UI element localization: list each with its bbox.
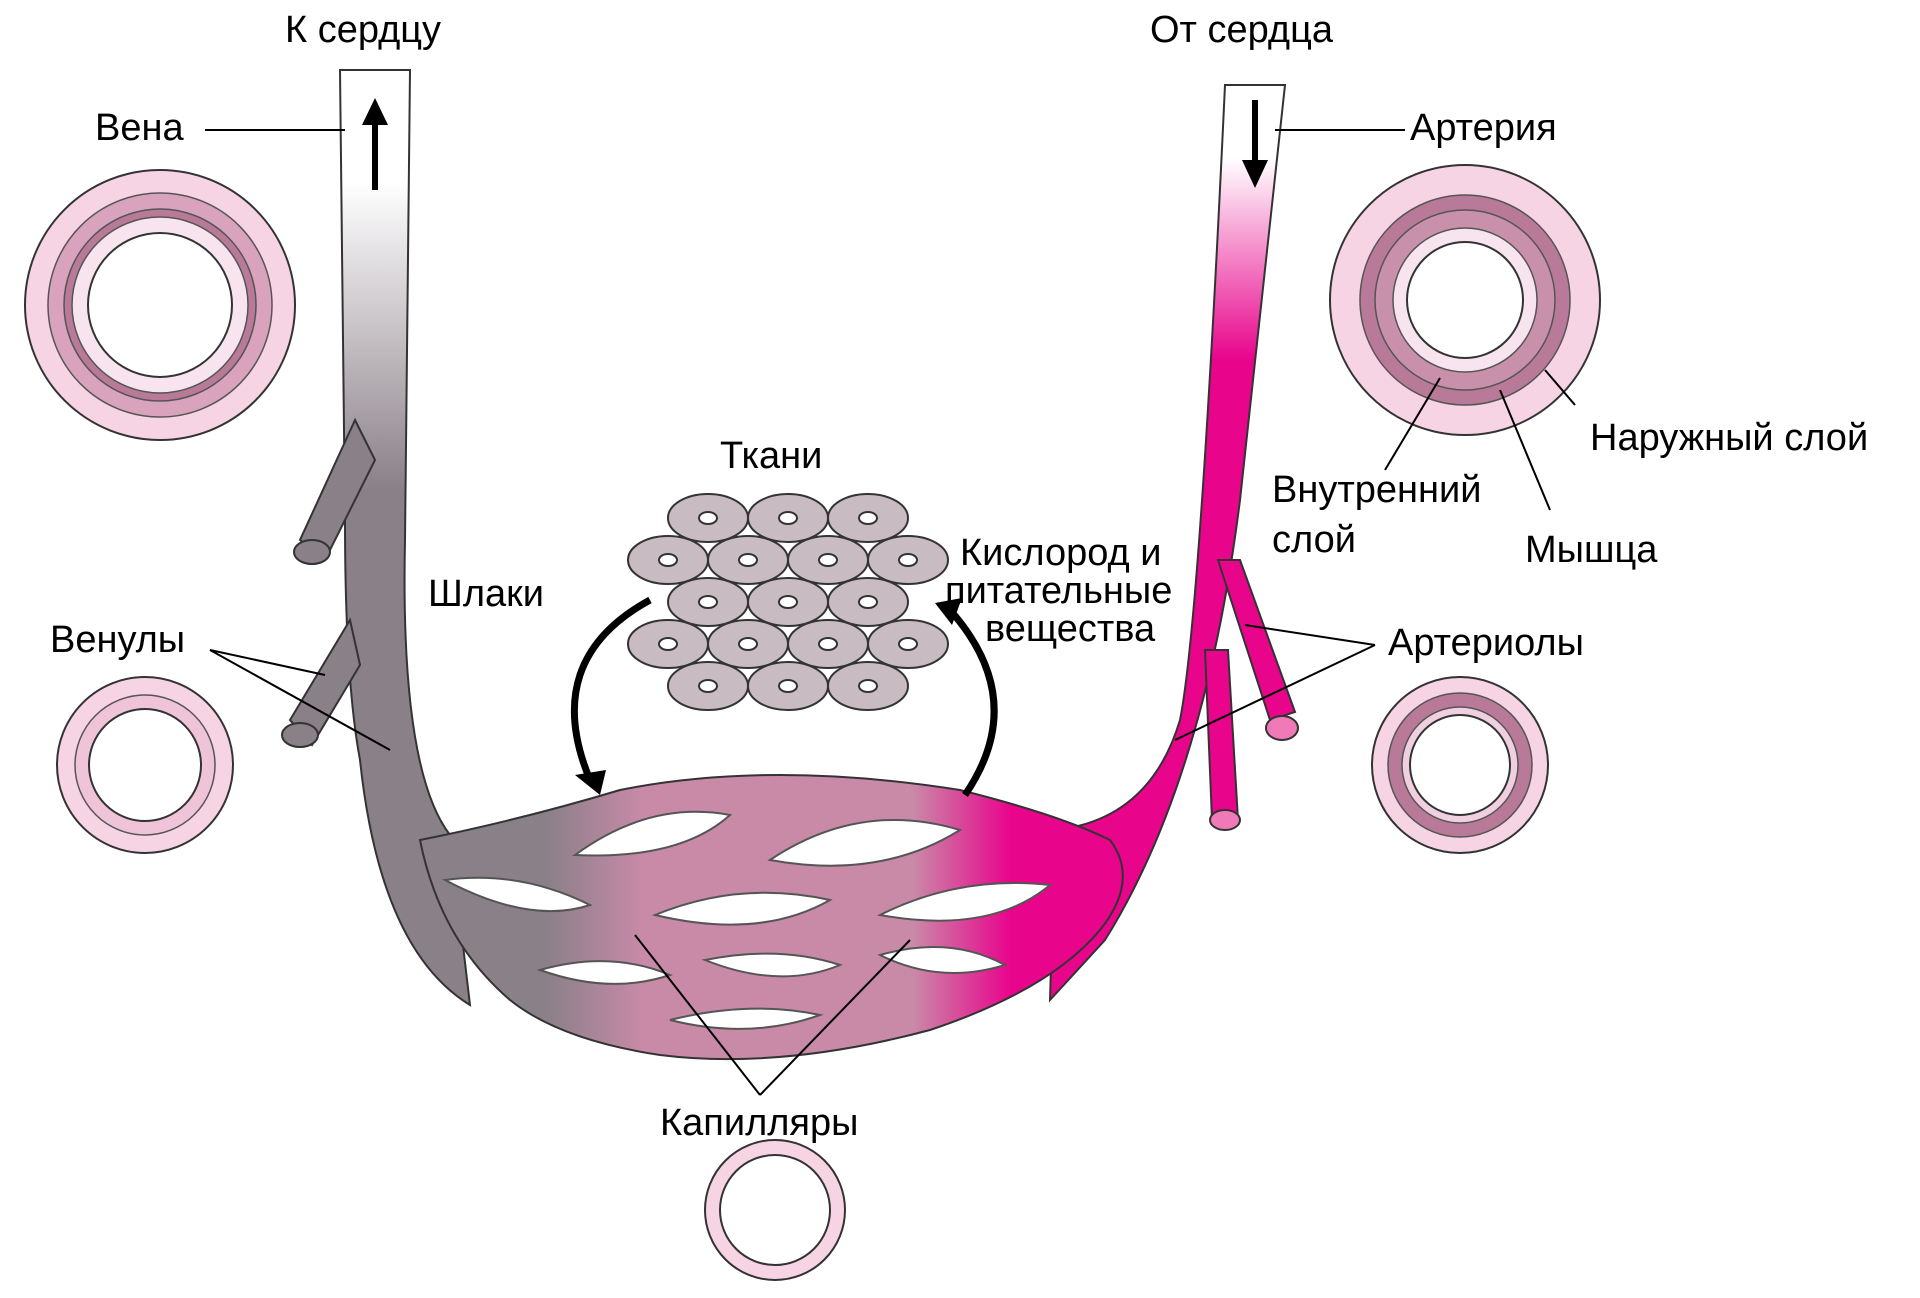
artery-vessel xyxy=(1048,84,1287,1003)
leader-lines xyxy=(205,129,1576,1096)
label-muscle: Мышца xyxy=(1525,529,1658,571)
down-arrow-icon xyxy=(1242,100,1268,188)
artery-cross-section xyxy=(1329,164,1601,436)
label-outer-layer: Наружный слой xyxy=(1590,417,1868,459)
label-capillaries: Капилляры xyxy=(660,1102,858,1144)
label-inner-layer-line1: Внутренний xyxy=(1272,469,1481,511)
label-to-heart: К сердцу xyxy=(285,9,441,51)
arteriole-right xyxy=(1216,559,1297,722)
capillary-cross-section xyxy=(704,1139,846,1281)
vein-cross-section xyxy=(24,169,296,441)
label-oxygen-line1: Кислород и xyxy=(960,532,1162,574)
capillary-gaps xyxy=(441,810,1053,1030)
label-from-heart: От сердца xyxy=(1150,9,1334,51)
arteriole-cross-section xyxy=(1371,676,1549,854)
label-venules: Венулы xyxy=(50,619,185,661)
tissue-cells xyxy=(627,493,949,711)
label-oxygen-line2: питательные xyxy=(945,570,1172,612)
label-vein: Вена xyxy=(95,107,184,149)
label-waste: Шлаки xyxy=(428,573,544,615)
label-oxygen-line3: вещества xyxy=(985,608,1156,650)
waste-arrow-icon xyxy=(570,596,652,795)
arteriole-lower xyxy=(1203,649,1240,821)
label-arterioles: Артериолы xyxy=(1388,622,1584,664)
label-tissues: Ткани xyxy=(720,435,822,477)
label-artery: Артерия xyxy=(1410,107,1557,149)
up-arrow-icon xyxy=(362,98,388,190)
oxygen-arrow-icon xyxy=(935,598,998,797)
label-inner-layer-line2: слой xyxy=(1272,519,1356,561)
venule-cross-section xyxy=(56,676,234,854)
